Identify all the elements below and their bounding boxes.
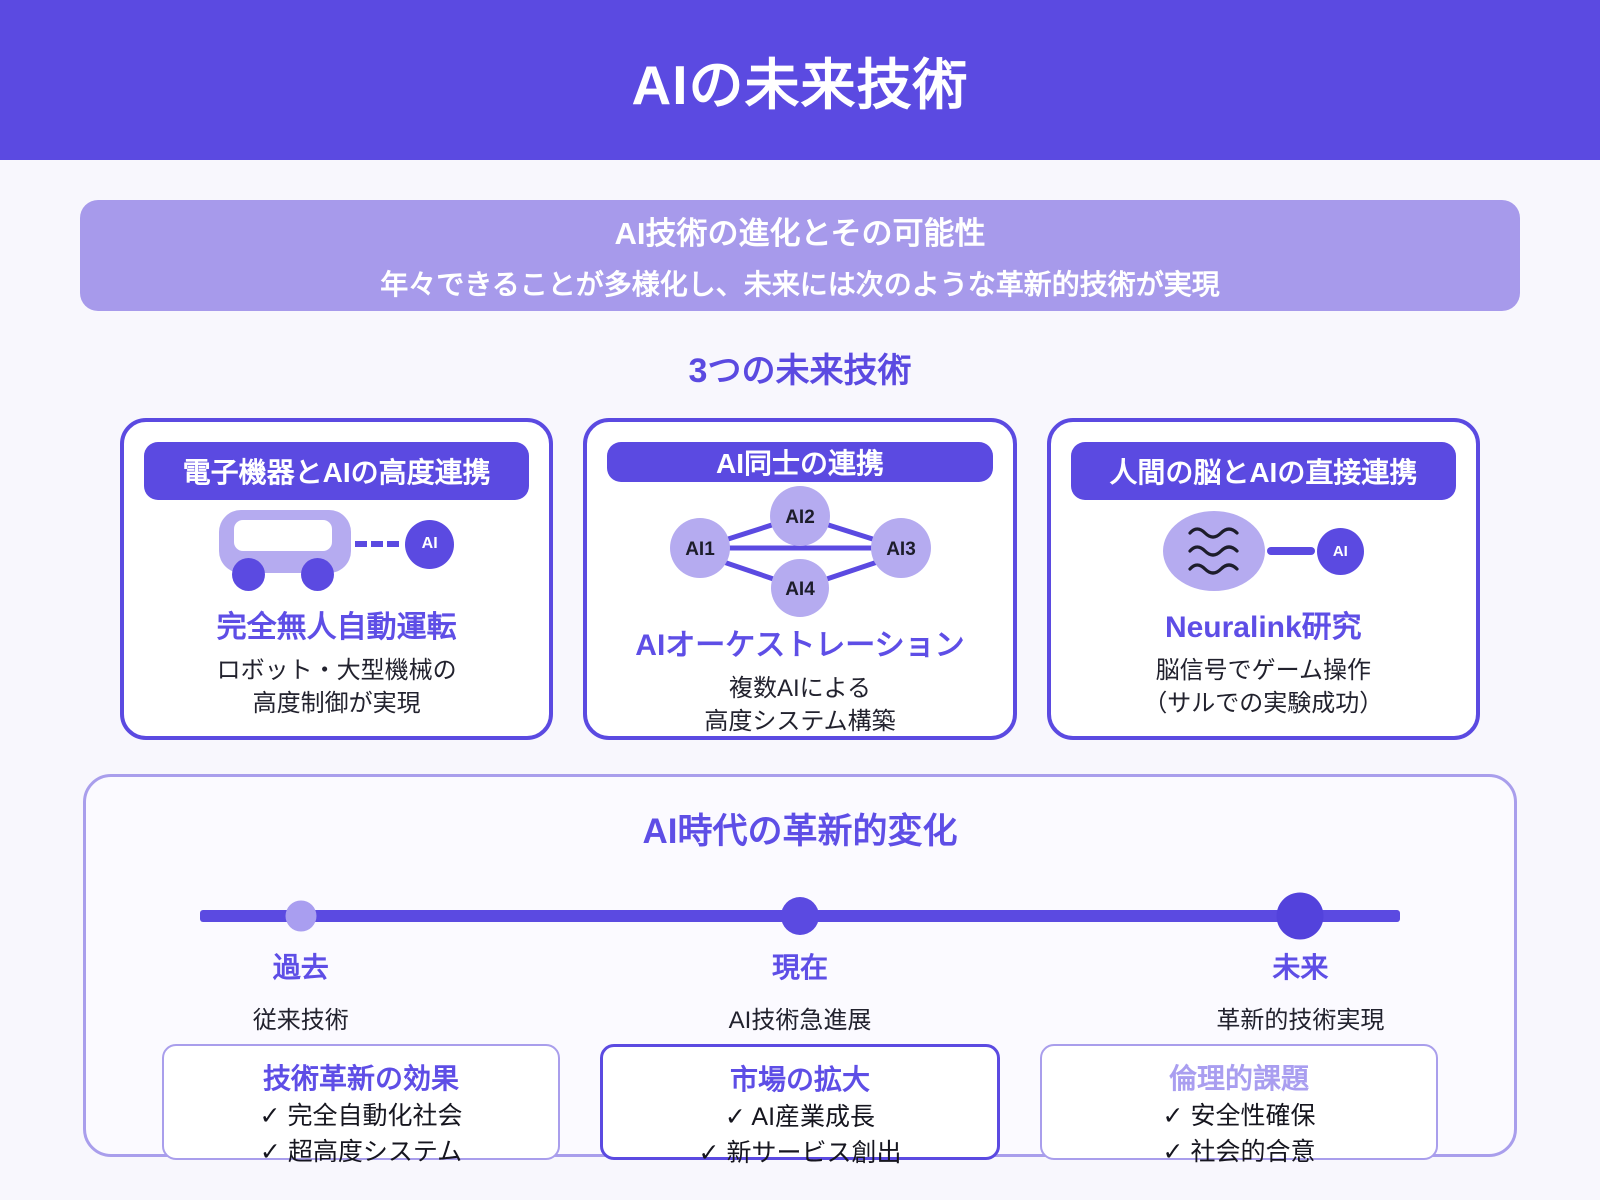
impact-card-row: 技術革新の効果 ✓ 完全自動化社会 ✓ 超高度システム 市場の拡大 ✓ AI産業… — [86, 1044, 1514, 1167]
card-market-expansion-title: 市場の拡大 — [729, 1064, 870, 1095]
timeline-desc-future: 革新的技術実現 — [1216, 1007, 1385, 1034]
bus-icon — [219, 510, 352, 592]
timeline-dot-past — [285, 900, 317, 932]
card-ai-collaboration-icon-area: AI1 AI2 AI3 AI4 — [607, 482, 992, 620]
bus-window — [234, 520, 333, 551]
solid-connector — [1266, 547, 1315, 555]
card-brain-ai-subtitle: Neuralink研究 — [1164, 611, 1362, 644]
timeline-desc-present: AI技術急進展 — [728, 1007, 872, 1034]
brain-wave-lines — [1188, 527, 1239, 575]
check-item: ✓ AI産業成長 — [724, 1103, 876, 1131]
timeline-label-future: 未来 — [1272, 952, 1329, 983]
card-ai-collaboration-line2: 高度システム構築 — [704, 708, 896, 735]
timeline-label-past: 過去 — [272, 952, 329, 983]
brain-icon — [1162, 511, 1265, 591]
card-brain-ai-line1: 脳信号でゲーム操作 — [1155, 657, 1371, 684]
card-ethical-issues-title: 倫理的課題 — [1168, 1063, 1309, 1094]
network-node-label: AI4 — [785, 579, 815, 600]
network-node-label: AI1 — [685, 539, 715, 560]
intro-banner: AI技術の進化とその可能性 年々できることが多様化し、未来には次のような革新的技… — [80, 200, 1520, 311]
card-ai-collaboration-subtitle: AIオーケストレーション — [635, 629, 965, 662]
timeline-dot-future — [1276, 892, 1324, 940]
bus-wheel — [232, 558, 266, 591]
card-ai-collaboration-header: AI同士の連携 — [607, 442, 993, 482]
ai-network-icon: AI1 AI2 AI3 AI4 — [669, 486, 931, 617]
timeline-item-past: 過去 従来技術 — [253, 946, 349, 1035]
network-node-label: AI2 — [785, 507, 815, 528]
timeline-item-future: 未来 革新的技術実現 — [1216, 946, 1384, 1035]
bus-wheel — [301, 558, 335, 591]
card-device-ai-line2: 高度制御が実現 — [252, 690, 421, 717]
card-device-ai-line1: ロボット・大型機械の — [216, 657, 457, 684]
card-ai-collaboration-line1: 複数AIによる — [729, 675, 871, 702]
timeline-desc-past: 従来技術 — [252, 1007, 349, 1034]
timeline-dot-present — [781, 897, 819, 935]
card-device-ai: 電子機器とAIの高度連携 AI 完全無人自動運転 ロボット・大型機械の 高度制御… — [120, 418, 554, 740]
check-item: ✓ 新サービス創出 — [698, 1139, 902, 1167]
intro-banner-subtitle: 年々できることが多様化し、未来には次のような革新的技術が実現 — [380, 269, 1220, 300]
network-node-label: AI3 — [886, 539, 916, 560]
card-brain-ai-header: 人間の脳とAIの直接連携 — [1070, 442, 1456, 500]
card-tech-innovation-title: 技術革新の効果 — [262, 1063, 459, 1094]
dashed-connector — [355, 541, 400, 547]
card-market-expansion: 市場の拡大 ✓ AI産業成長 ✓ 新サービス創出 — [600, 1044, 1000, 1167]
card-ai-collaboration: AI同士の連携 AI1 AI2 AI3 AI4 AIオーケストレーション 複数A… — [583, 418, 1017, 740]
ai-circle-badge: AI — [1316, 527, 1364, 575]
card-device-ai-subtitle: 完全無人自動運転 — [216, 611, 457, 644]
timeline-item-present: 現在 AI技術急進展 — [729, 946, 872, 1035]
card-device-ai-header: 電子機器とAIの高度連携 — [144, 442, 530, 500]
autonomous-vehicle-icon: AI — [219, 510, 455, 592]
change-section-title: AI時代の革新的変化 — [642, 812, 958, 851]
timeline-label-present: 現在 — [771, 952, 828, 983]
card-ethical-issues: 倫理的課題 ✓ 安全性確保 ✓ 社会的合意 — [1040, 1044, 1438, 1166]
timeline: 過去 従来技術 現在 AI技術急進展 未来 革新的技術実現 — [200, 884, 1400, 1036]
card-device-ai-icon-area: AI — [144, 500, 529, 602]
page-title: AIの未来技術 — [631, 54, 969, 116]
check-item: ✓ 社会的合意 — [1162, 1138, 1316, 1166]
intro-banner-title: AI技術の進化とその可能性 — [614, 216, 986, 251]
card-brain-ai: 人間の脳とAIの直接連携 AI Neuralink研究 脳信号でゲーム操作 （サ… — [1046, 418, 1480, 740]
check-item: ✓ 完全自動化社会 — [259, 1102, 463, 1130]
ai-circle-badge: AI — [405, 519, 455, 569]
brain-waves-icon: AI — [1162, 511, 1364, 591]
future-tech-section-title: 3つの未来技術 — [688, 352, 912, 390]
check-item: ✓ 安全性確保 — [1162, 1102, 1316, 1130]
card-brain-ai-line2: （サルでの実験成功） — [1143, 690, 1384, 717]
check-item: ✓ 超高度システム — [259, 1138, 463, 1166]
ai-era-change-section: AI時代の革新的変化 過去 従来技術 現在 AI技術急進展 未来 革新的技術実現… — [83, 774, 1517, 1167]
future-tech-card-row: 電子機器とAIの高度連携 AI 完全無人自動運転 ロボット・大型機械の 高度制御… — [120, 418, 1480, 740]
card-tech-innovation-effects: 技術革新の効果 ✓ 完全自動化社会 ✓ 超高度システム — [162, 1044, 560, 1166]
page-header: AIの未来技術 — [0, 0, 1600, 160]
card-brain-ai-icon-area: AI — [1071, 500, 1456, 602]
